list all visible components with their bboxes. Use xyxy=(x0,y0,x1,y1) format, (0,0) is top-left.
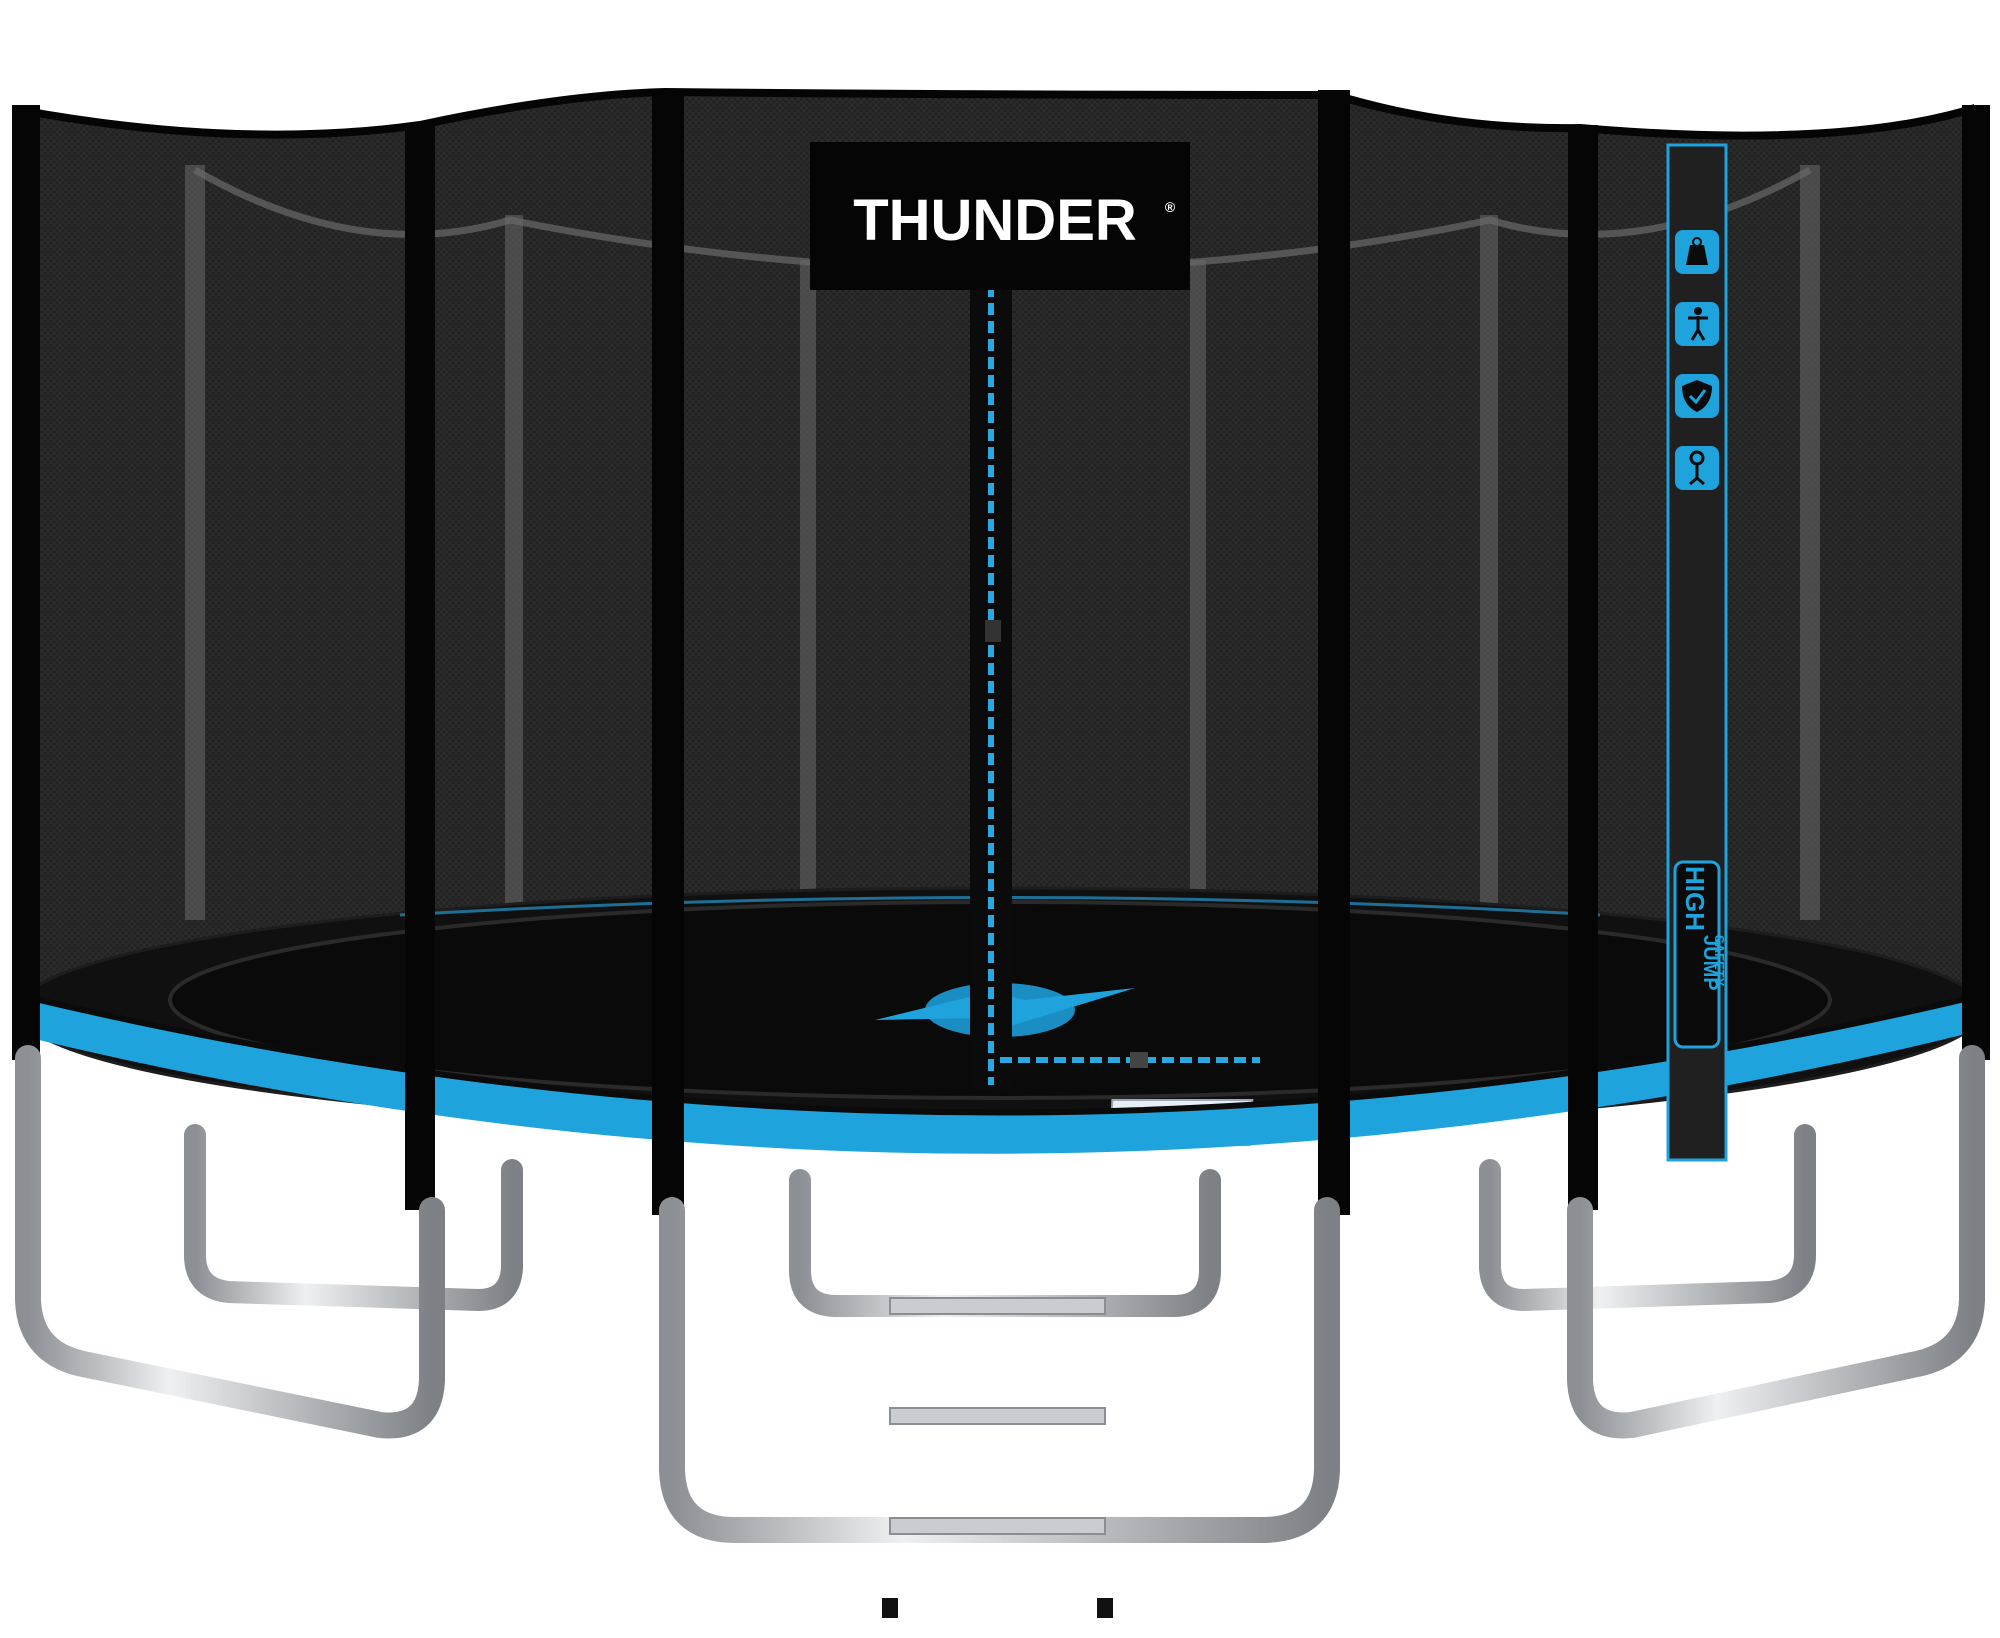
back-leg-center xyxy=(789,1169,1221,1317)
ladder-step-2 xyxy=(889,1407,1106,1425)
spring-hook-icon xyxy=(1675,446,1719,490)
pole-4 xyxy=(1318,90,1350,1215)
weight-limit-icon xyxy=(1675,230,1719,274)
front-leg-center xyxy=(659,1197,1340,1543)
safety-strip: HIGH JUMP SAFETY xyxy=(1666,143,1728,1162)
pole-1 xyxy=(12,105,40,1060)
pole-3 xyxy=(652,90,684,1215)
brand-logo-plate: THUNDER ® xyxy=(810,142,1190,290)
padding-blue-band xyxy=(18,995,1982,1154)
net-front-top-edge xyxy=(19,87,1977,140)
entrance-zipper xyxy=(970,270,1265,1090)
jumping-person-icon xyxy=(1675,302,1719,346)
front-poles xyxy=(12,90,1990,1215)
front-leg-left xyxy=(15,1045,445,1439)
label-safety: SAFETY xyxy=(1712,935,1727,987)
ladder-foot-right xyxy=(1097,1598,1113,1618)
rear-poles xyxy=(185,165,1820,920)
label-jump: JUMP xyxy=(1699,935,1721,991)
ladder-step-3 xyxy=(889,1517,1106,1535)
back-leg-left xyxy=(184,1124,523,1311)
high-jump-safety-label: HIGH JUMP SAFETY xyxy=(1673,860,1727,1049)
ladder-step-1 xyxy=(889,1297,1106,1315)
label-high: HIGH xyxy=(1680,866,1710,931)
pole-6 xyxy=(1962,105,1990,1060)
safety-shield-icon xyxy=(1675,374,1719,418)
ladder-foot-left xyxy=(882,1598,898,1618)
pole-5 xyxy=(1568,125,1598,1210)
registered-mark: ® xyxy=(1165,199,1176,215)
pole-2 xyxy=(405,125,435,1210)
back-leg-right xyxy=(1479,1124,1816,1311)
front-leg-right xyxy=(1567,1045,1985,1439)
brand-logo: THUNDER xyxy=(853,188,1137,253)
ladder xyxy=(882,1182,1113,1618)
